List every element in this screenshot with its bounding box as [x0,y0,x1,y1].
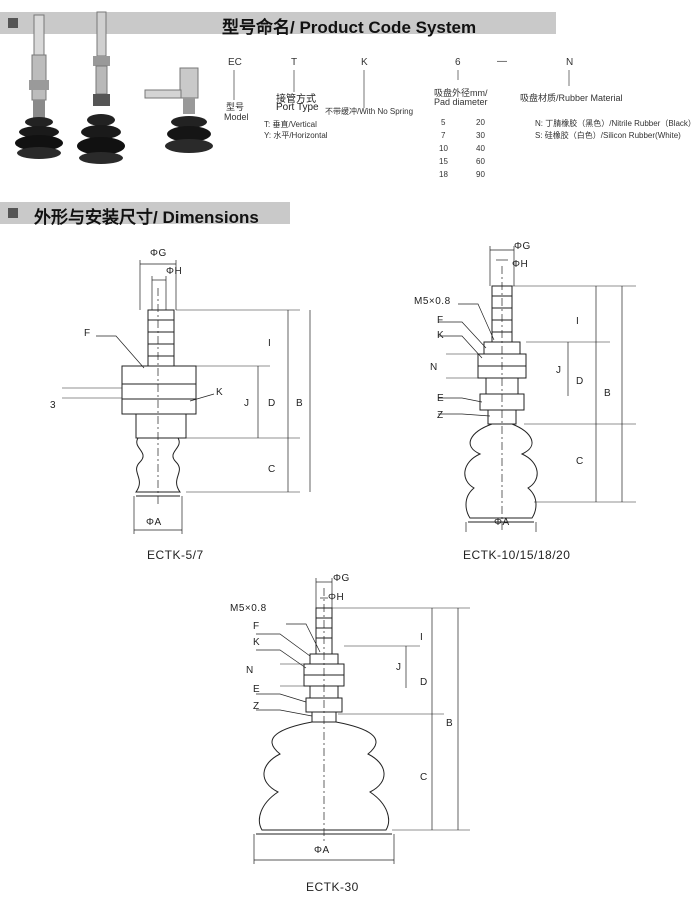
pad-title-2: Pad diameter [434,97,488,107]
code-letter-ec: EC [228,57,242,68]
dim2-D: D [576,376,584,387]
dim1-F: F [84,328,91,339]
dim3-Z: Z [253,701,260,712]
dim2-C: C [576,456,584,467]
code-letter-n: N [566,57,574,68]
product-photos [15,11,213,164]
drawing-ectk-30 [253,578,470,864]
drawing-ectk-5-7 [62,260,311,534]
code-letter-k: K [361,57,368,68]
dim1-J: J [244,398,250,409]
dim3-K: K [253,637,261,648]
dim2-F: F [437,315,444,326]
product-code-title: 型号命名/ Product Code System [222,18,477,37]
dim3-N: N [246,665,254,676]
pad-col2-4: 90 [476,170,485,179]
dim3-B: B [446,718,454,729]
port-horizontal: Y: 水平/Horizontal [264,131,328,140]
dim2-B: B [604,388,612,399]
model-en: Model [224,112,249,122]
dim1-phiH: ΦH [166,266,183,277]
dimensions-title: 外形与安装尺寸/ Dimensions [34,208,259,227]
dim2-N: N [430,362,438,373]
dim2-I: I [576,316,580,327]
section-square-icon [8,18,18,28]
pad-col1-4: 18 [439,170,448,179]
dim3-C: C [420,772,428,783]
dim3-D: D [420,677,428,688]
section-bar-dimensions [0,202,290,224]
dim3-m5: M5×0.8 [230,603,267,614]
dim1-phiG: ΦG [150,248,167,259]
dim2-phiG: ΦG [514,241,531,252]
pad-col1-0: 5 [441,118,446,127]
product-photo-3 [144,67,213,153]
code-letter-dash: — [497,56,507,67]
dim2-Z: Z [437,410,444,421]
product-photo-2 [77,11,125,164]
pad-col2-2: 40 [476,144,485,153]
dim3-phiH: ΦH [328,592,345,603]
dim3-F: F [253,621,260,632]
caption-ectk-5-7: ECTK-5/7 [147,548,204,562]
material-silicon: S: 硅橡胶（白色）/Silicon Rubber(White) [535,131,681,140]
dim1-I: I [268,338,272,349]
no-spring-label: 不带缓冲/With No Spring [325,107,414,116]
code-letter-6: 6 [455,57,461,68]
dim1-K: K [216,387,224,398]
code-letter-t: T [291,57,298,68]
model-cn: 型号 [226,102,245,112]
material-nitrile: N: 丁腈橡胶（黑色）/Nitrile Rubber（Black） [535,119,696,128]
pad-col1-1: 7 [441,131,446,140]
dim3-J: J [396,662,402,673]
dim3-phiA: ΦA [314,845,330,856]
pad-col2-0: 20 [476,118,485,127]
pad-col2-1: 30 [476,131,485,140]
dim1-D: D [268,398,276,409]
section-bar-product-code [0,12,556,34]
dim2-K: K [437,330,445,341]
code-connector-lines [233,70,570,108]
dim1-C: C [268,464,276,475]
port-vertical: T: 垂直/Vertical [264,120,317,129]
pad-title-1: 吸盘外径mm/ [434,88,488,98]
port-cn: 接管方式 [276,94,316,105]
dim2-m5: M5×0.8 [414,296,451,307]
dim1-3: 3 [50,400,57,411]
dim3-E: E [253,684,261,695]
caption-ectk-30: ECTK-30 [306,880,359,894]
pad-col1-2: 10 [439,144,448,153]
dim2-J: J [556,365,562,376]
product-photo-1 [15,14,63,159]
dim3-I: I [420,632,424,643]
port-en: Port Type [276,102,319,113]
caption-ectk-10-20: ECTK-10/15/18/20 [463,548,571,562]
dim1-B: B [296,398,304,409]
material-title: 吸盘材质/Rubber Material [520,93,623,103]
pad-col2-3: 60 [476,157,485,166]
dim2-phiH: ΦH [512,259,529,270]
section-square-icon [8,208,18,218]
pad-col1-3: 15 [439,157,448,166]
drawing-ectk-10-20 [438,246,636,532]
dim1-phiA: ΦA [146,517,162,528]
dim2-phiA: ΦA [494,517,510,528]
dim3-phiG: ΦG [333,573,350,584]
dim2-E: E [437,393,445,404]
